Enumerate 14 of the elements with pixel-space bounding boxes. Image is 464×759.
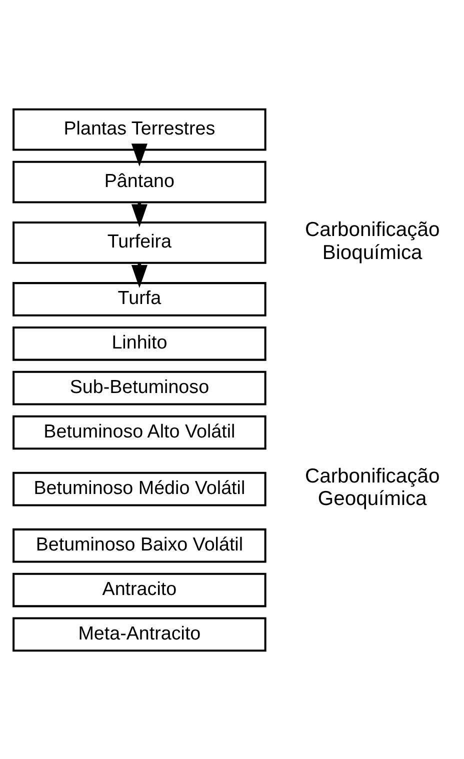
node-box: Betuminoso Médio Volátil (12, 471, 266, 506)
arrow (131, 204, 148, 227)
node-box: Betuminoso Alto Volátil (12, 414, 266, 450)
label: Carbonificação Bioquímica (305, 218, 440, 264)
node-box: Turfa (12, 282, 266, 316)
node-box: Antracito (12, 572, 266, 607)
node-box: Meta-Antracito (12, 616, 266, 652)
node-box: Betuminoso Baixo Volátil (12, 528, 266, 562)
node-box: Linhito (12, 326, 266, 360)
label: Carbonificação Geoquímica (305, 464, 440, 510)
arrow (131, 143, 148, 166)
node-box: Pântano (12, 160, 266, 203)
node-box: Sub-Betuminoso (12, 370, 266, 405)
node-box: Turfeira (12, 220, 266, 264)
